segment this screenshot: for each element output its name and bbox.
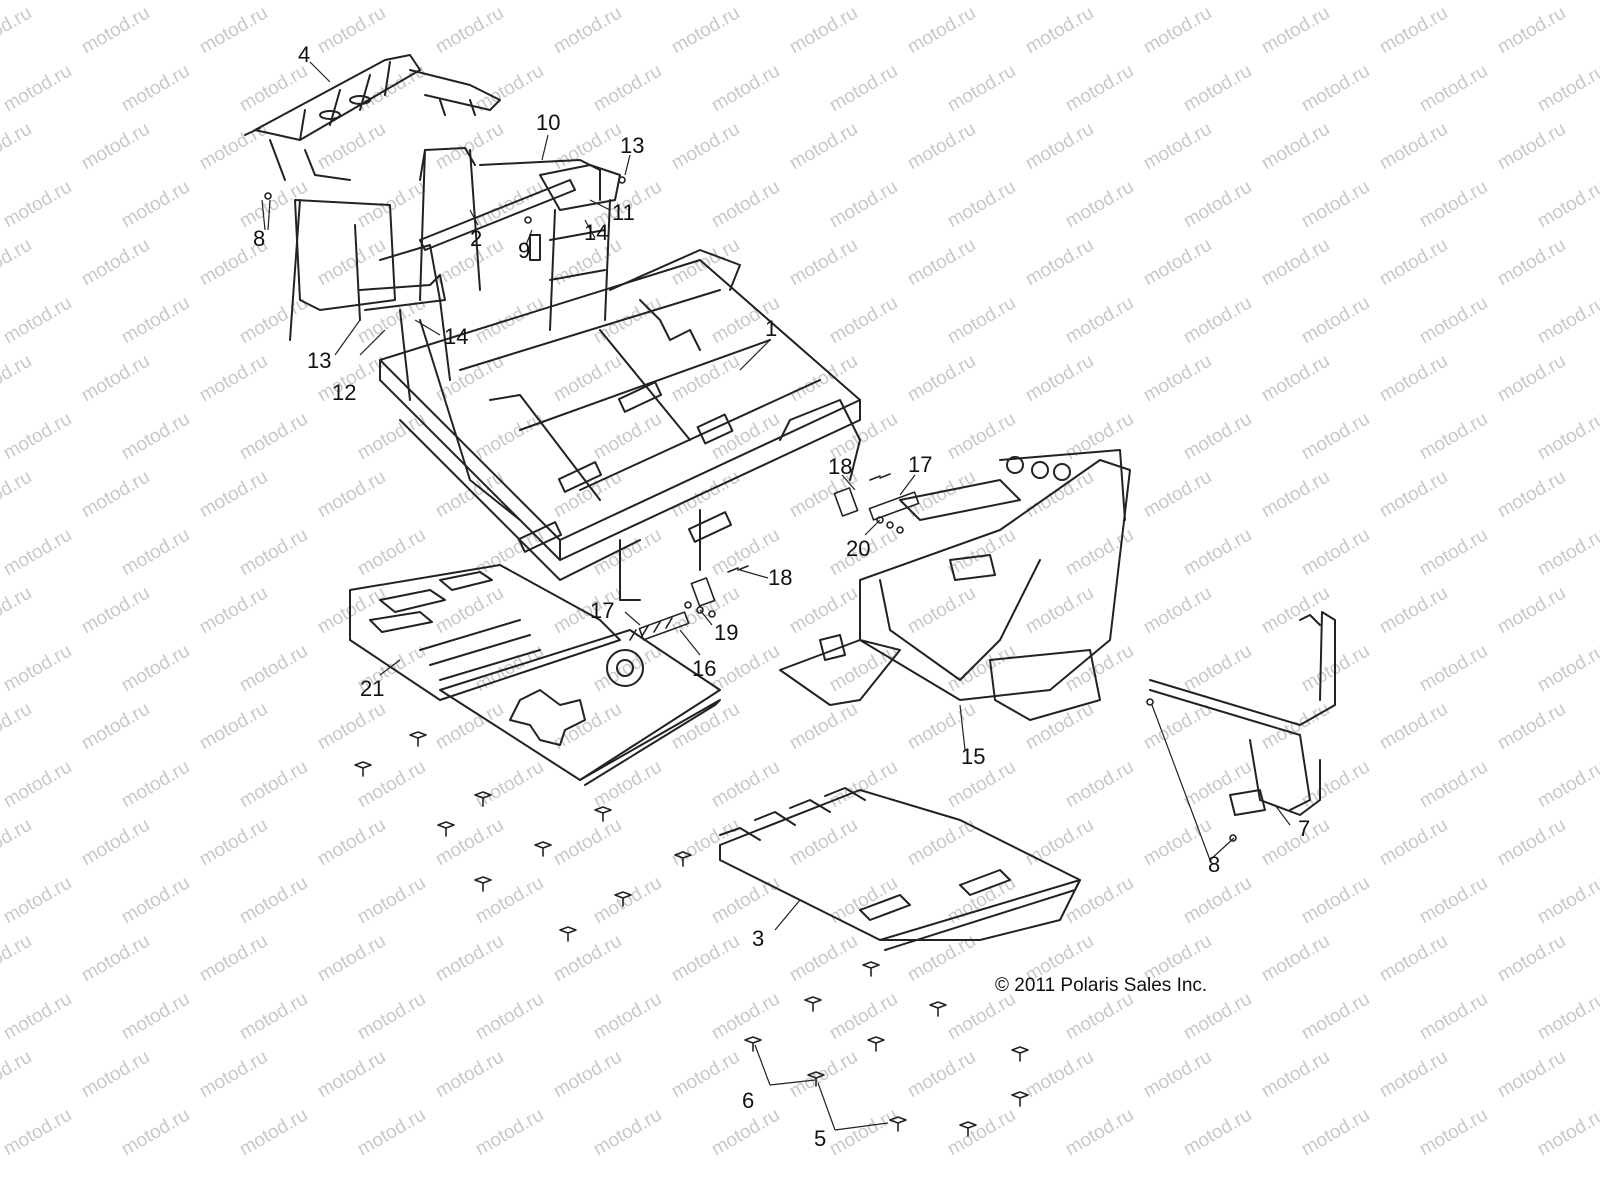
callout-15: 15 — [961, 744, 986, 769]
callout-8b: 8 — [1208, 852, 1221, 877]
callout-9: 9 — [518, 238, 531, 263]
callout-10: 10 — [536, 110, 561, 135]
callout-4: 4 — [298, 42, 311, 67]
callout-13b: 13 — [307, 348, 332, 373]
callout-17b: 17 — [908, 452, 933, 477]
callout-3: 3 — [752, 926, 765, 951]
callout-8a: 8 — [253, 226, 266, 251]
leader-lines — [261, 61, 1291, 1131]
fasteners — [264, 176, 1237, 1137]
part-11-bracket — [529, 164, 621, 331]
part-3-lower-skid-plate — [719, 787, 1081, 951]
copyright-notice: © 2011 Polaris Sales Inc. — [995, 975, 1208, 996]
part-2-cross-bar — [419, 147, 601, 301]
part-1-main-chassis — [379, 249, 861, 601]
callout-5: 5 — [814, 1126, 827, 1151]
callout-17a: 17 — [590, 598, 615, 623]
callout-18a: 18 — [828, 454, 853, 479]
callout-11: 11 — [612, 200, 635, 225]
part-7-front-bumper — [1149, 611, 1336, 816]
part-4-upper-bar — [244, 54, 501, 181]
callout-20: 20 — [846, 536, 871, 561]
callout-14a: 14 — [584, 220, 609, 245]
callout-14b: 14 — [444, 324, 469, 349]
part-15-front-chassis — [779, 449, 1131, 721]
part-21-skid-plate — [349, 564, 621, 701]
callout-16: 16 — [692, 656, 717, 681]
callout-21: 21 — [360, 676, 385, 701]
floor-pan — [439, 629, 721, 786]
callout-18b: 18 — [768, 565, 793, 590]
callout-1: 1 — [765, 316, 778, 341]
callout-12: 12 — [332, 380, 357, 405]
callout-19: 19 — [714, 620, 739, 645]
mounting-plates — [629, 473, 920, 641]
callout-6: 6 — [742, 1088, 755, 1113]
callout-2: 2 — [470, 226, 483, 251]
callout-13a: 13 — [620, 133, 645, 158]
callout-7: 7 — [1298, 816, 1311, 841]
